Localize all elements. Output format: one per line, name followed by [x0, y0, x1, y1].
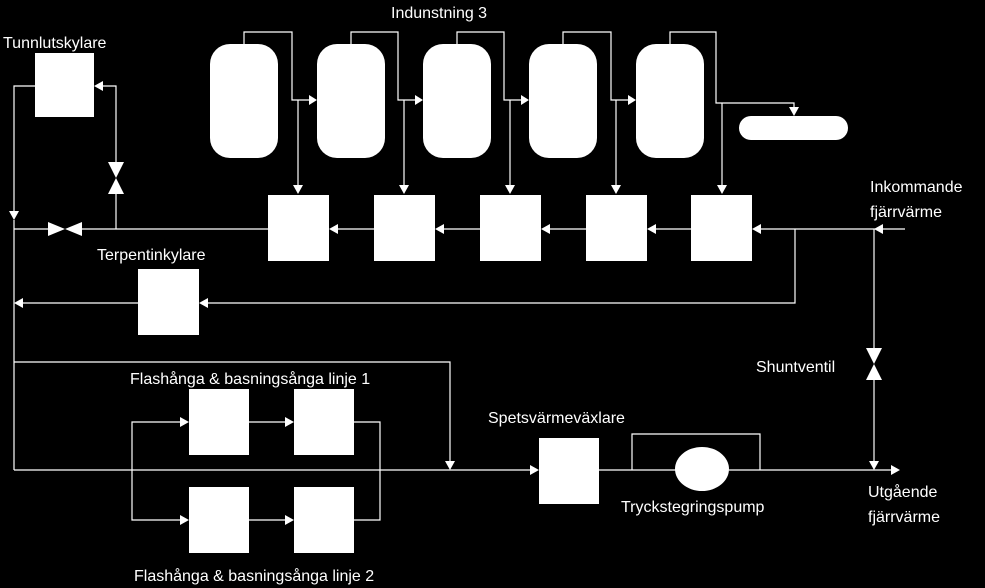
heat-exchanger-1 [268, 195, 329, 261]
turpentine-cooler-branch [14, 229, 796, 335]
main-heating-line [82, 224, 905, 234]
evaporator-vessel-2 [317, 44, 385, 158]
flash-steam-lines [131, 389, 381, 553]
label-flash-line-1: Flashånga & basningsånga linje 1 [130, 370, 370, 388]
bypass-line [14, 361, 455, 470]
evaporator-vessel-1 [210, 44, 278, 158]
label-pump: Tryckstegringspump [621, 499, 765, 516]
heat-exchanger-row [268, 195, 752, 261]
vapor-lines [243, 31, 799, 116]
heat-exchanger-5 [691, 195, 752, 261]
label-outgoing-2: fjärrvärme [868, 509, 940, 526]
label-turpentine-cooler: Terpentinkylare [97, 247, 206, 264]
flash-exchanger-2a [189, 487, 249, 553]
evaporator-vessel-5 [636, 44, 704, 158]
peak-heat-exchanger [539, 438, 599, 504]
flash-exchanger-2b [294, 487, 354, 553]
heat-exchanger-2 [374, 195, 435, 261]
flash-exchanger-1b [294, 389, 354, 455]
label-flash-line-2: Flashånga & basningsånga linje 2 [134, 567, 374, 585]
label-peak-exchanger: Spetsvärmeväxlare [488, 410, 625, 427]
evaporator-vessel-3 [423, 44, 491, 158]
label-evaporation: Indunstning 3 [391, 5, 487, 22]
booster-pump [675, 447, 729, 491]
evaporator-vessel-4 [529, 44, 597, 158]
bottom-line [14, 433, 900, 504]
evaporator-vessels [210, 44, 848, 158]
tall-oil-cooler [35, 53, 94, 117]
heat-exchanger-3 [480, 195, 541, 261]
vapor-down-lines [293, 100, 727, 194]
shunt-line [866, 229, 882, 470]
tall-oil-cooler-branch [9, 53, 124, 229]
main-line-valve [14, 222, 82, 236]
label-incoming-1: Inkommande [870, 179, 963, 196]
heat-exchanger-4 [586, 195, 647, 261]
turpentine-cooler [138, 269, 199, 335]
flash-exchanger-1a [189, 389, 249, 455]
label-shunt-valve: Shuntventil [756, 359, 835, 376]
label-incoming-2: fjärrvärme [870, 204, 942, 221]
label-outgoing-1: Utgående [868, 483, 937, 501]
label-tall-oil-cooler: Tunnlutskylare [3, 35, 107, 52]
condensate-tank [739, 116, 848, 140]
